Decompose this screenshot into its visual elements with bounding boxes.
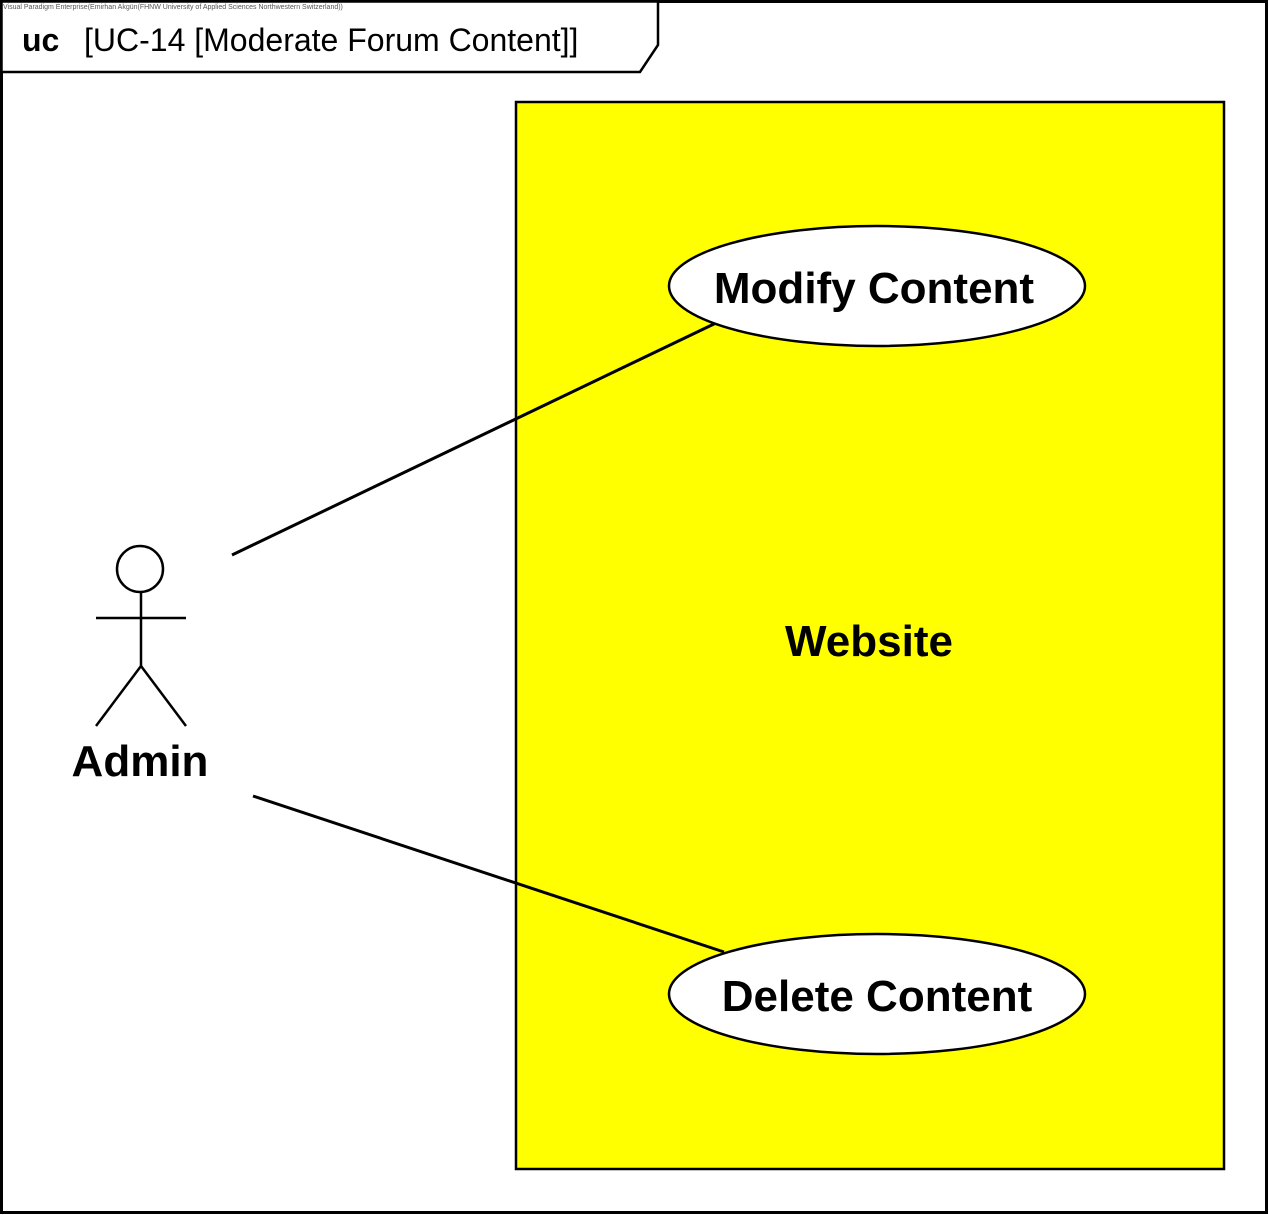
actor-admin[interactable]: Admin (72, 544, 209, 786)
use-case-label: Modify Content (714, 264, 1035, 313)
frame-title: [UC-14 [Moderate Forum Content]] (84, 22, 578, 58)
use-case-ellipse (667, 224, 1087, 348)
system-name: Website (785, 617, 953, 666)
frame-keyword: uc (22, 22, 59, 58)
use-case-ellipse (667, 932, 1087, 1056)
use-case-delete-content[interactable]: Delete Content (667, 932, 1087, 1056)
stick-figure-icon (95, 544, 187, 727)
watermark-text: Visual Paradigm Enterprise(Emirhan Akgün… (3, 4, 343, 11)
association-modify-content (231, 321, 717, 557)
use-case-modify-content[interactable]: Modify Content (667, 224, 1087, 348)
frame-name-tab (0, 0, 660, 74)
actor-name: Admin (72, 737, 209, 786)
use-case-label: Delete Content (722, 972, 1033, 1021)
association-delete-content (252, 794, 725, 954)
